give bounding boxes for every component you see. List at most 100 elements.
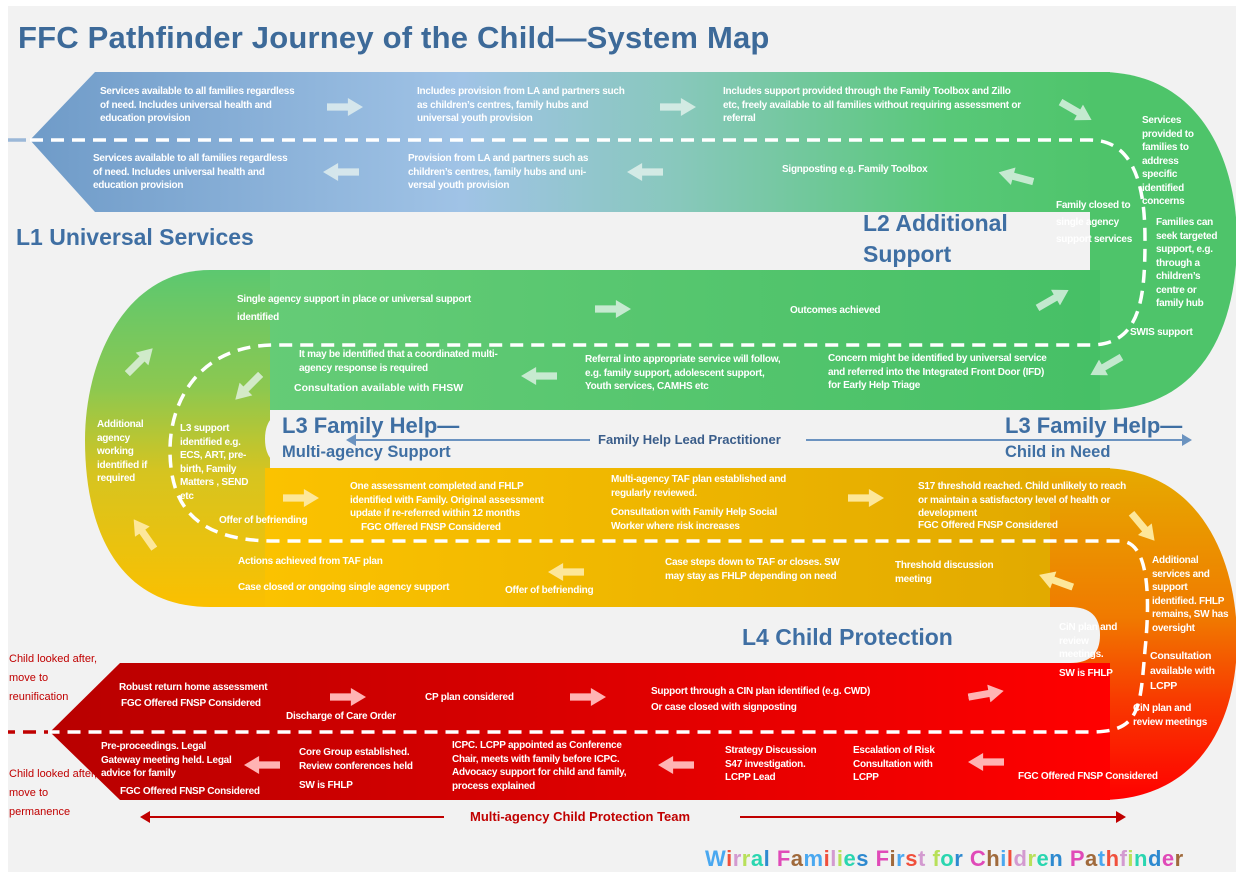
level-l2-heading-line1: L2 Additional	[863, 210, 1008, 236]
brand-letter: i	[889, 846, 897, 871]
side-label-permanence: Child looked after, move to permanence	[9, 768, 98, 818]
l3-threshold-meeting: Threshold discussion meeting	[895, 560, 994, 585]
level-l4-heading: L4 Child Protection	[742, 624, 953, 650]
brand-letter: e	[1161, 846, 1175, 871]
lead-practitioner-arrow-left	[352, 439, 590, 441]
brand-letter: e	[843, 846, 857, 871]
brand-letter: f	[932, 846, 941, 871]
l3-actions-achieved: Actions achieved from TAF plan	[238, 556, 383, 567]
brand-letter	[869, 846, 876, 871]
brand-letter: a	[790, 846, 804, 871]
l4-fgc: FGC Offered FNSP Considered	[121, 698, 261, 709]
lead-practitioner-label: Family Help Lead Practitioner	[598, 432, 781, 447]
level-l3-multi-subheading: Multi-agency Support	[282, 443, 451, 461]
level-l3-cin-heading: L3 Family Help—	[1005, 413, 1183, 438]
side-label-reunification: Child looked after, move to reunificatio…	[9, 653, 98, 703]
brand-letter: i	[836, 846, 844, 871]
brand-letter: h	[986, 846, 1001, 871]
brand-letter: o	[940, 846, 955, 871]
brand-letter: n	[1049, 846, 1064, 871]
l3-consult-lcpp: Consultation available with LCPP	[1150, 650, 1215, 692]
brand-letter	[770, 846, 777, 871]
level-l1-heading: L1 Universal Services	[16, 224, 254, 250]
level-l2-heading-line2: Support	[863, 241, 952, 267]
brand-letter: i	[1000, 846, 1007, 871]
l2-outcomes: Outcomes achieved	[790, 305, 881, 316]
l2-band	[240, 270, 1100, 410]
l2-family-closed: Family closed to single agency support s…	[1056, 200, 1133, 245]
l4-icpc: ICPC. LCPP appointed as Conference Chair…	[452, 740, 627, 792]
brand-letter: l	[763, 846, 771, 871]
brand-letter: r	[1174, 846, 1184, 871]
brand-letter: W	[705, 846, 727, 871]
l4-cp-plan: CP plan considered	[425, 692, 514, 703]
page-title: FFC Pathfinder Journey of the Child—Syst…	[18, 20, 770, 55]
l3-befriending: Offer of befriending	[505, 585, 594, 596]
arrowhead-right-icon	[1116, 811, 1126, 823]
l4-pre-proceedings: Pre-proceedings. Legal Gateway meeting h…	[101, 741, 232, 779]
l3-steps-down: Case steps down to TAF or closes. SW may…	[665, 557, 840, 582]
l2-services-provided: Services provided to families to address…	[1142, 115, 1194, 207]
l2-referral: Referral into appropriate service will f…	[585, 354, 781, 392]
l4-strategy: Strategy Discussion S47 investigation. L…	[725, 745, 817, 783]
brand-letter: n	[1134, 846, 1148, 871]
l4-return-home: Robust return home assessment	[119, 682, 268, 693]
journey-path-dashed	[30, 138, 1150, 734]
brand-letter: i	[726, 846, 733, 871]
journey-track	[8, 72, 1236, 800]
brand-letter: F	[875, 846, 890, 871]
l3-consult-fhsw: Consultation with Family Help Social Wor…	[611, 507, 778, 532]
brand-letter: t	[1097, 846, 1106, 871]
brand-letter: P	[1069, 846, 1086, 871]
cp-team-arrow-right	[740, 816, 1118, 818]
brand-letter: r	[732, 846, 742, 871]
l1-bottom-step: Signposting e.g. Family Toolbox	[782, 164, 928, 175]
brand-letter: r	[954, 846, 964, 871]
l1-bottom-step: Provision from LA and partners such as c…	[408, 153, 589, 191]
l2-coordinated: It may be identified that a coordinated …	[299, 349, 498, 374]
l3-s17: S17 threshold reached. Child unlikely to…	[918, 481, 1127, 519]
l1-top-step: Includes support provided through the Fa…	[723, 86, 1021, 124]
brand-letter: m	[803, 846, 824, 871]
arrowhead-left-icon	[346, 434, 356, 446]
brand-letter: d	[1147, 846, 1162, 871]
brand-letter: e	[1036, 846, 1050, 871]
brand-letter: r	[896, 846, 906, 871]
level-l3-multi-heading: L3 Family Help—	[282, 413, 460, 438]
brand-letter: h	[1105, 846, 1120, 871]
l3-support-identified: L3 support identified e.g. ECS, ART, pre…	[180, 423, 249, 502]
l3-additional-agency: Additional agency working identified if …	[97, 419, 148, 484]
brand-letter: C	[969, 846, 987, 871]
lead-practitioner-arrow-right	[806, 439, 1184, 441]
brand-letter: r	[1027, 846, 1037, 871]
level-l3-cin-subheading: Child in Need	[1005, 443, 1111, 461]
arrowhead-left-icon	[140, 811, 150, 823]
l2-families-seek: Families can seek targeted support, e.g.…	[1156, 217, 1218, 309]
l3-cin-meetings-2: CiN plan and review meetings	[1133, 703, 1208, 728]
l3-fgc: FGC Offered FNSP Considered	[361, 522, 501, 533]
l1-bottom-step: Services available to all families regar…	[93, 153, 288, 191]
l4-cin-support: Support through a CIN plan identified (e…	[651, 686, 871, 697]
cp-team-label: Multi-agency Child Protection Team	[470, 809, 691, 824]
brand-letter: s	[856, 846, 869, 871]
l4-sw-fhlp: SW is FHLP	[299, 780, 353, 791]
l1-band	[30, 72, 1110, 212]
l3-additional-services: Additional services and support identifi…	[1152, 555, 1229, 634]
brand-letter: a	[750, 846, 764, 871]
l3-befriending: Offer of befriending	[219, 515, 308, 526]
brand-letter: i	[823, 846, 831, 871]
l3-taf-plan: Multi-agency TAF plan established and re…	[611, 474, 787, 499]
arrowhead-right-icon	[1182, 434, 1192, 446]
l3-sw-fhlp: SW is FHLP	[1059, 668, 1113, 679]
brand-letter: s	[905, 846, 918, 871]
brand-letter: a	[1085, 846, 1098, 871]
brand-letter: i	[1127, 846, 1135, 871]
l4-fgc: FGC Offered FNSP Considered	[120, 786, 260, 797]
l3-case-closed: Case closed or ongoing single agency sup…	[238, 582, 450, 593]
cp-team-arrow-left	[148, 816, 444, 818]
brand-letter: t	[917, 846, 926, 871]
l3-fgc: FGC Offered FNSP Considered	[918, 520, 1058, 531]
l2-consultation-fhsw: Consultation available with FHSW	[294, 382, 464, 394]
l2-single-agency: Single agency support in place or univer…	[237, 294, 471, 323]
l1-top-step: Services available to all families regar…	[100, 86, 295, 124]
